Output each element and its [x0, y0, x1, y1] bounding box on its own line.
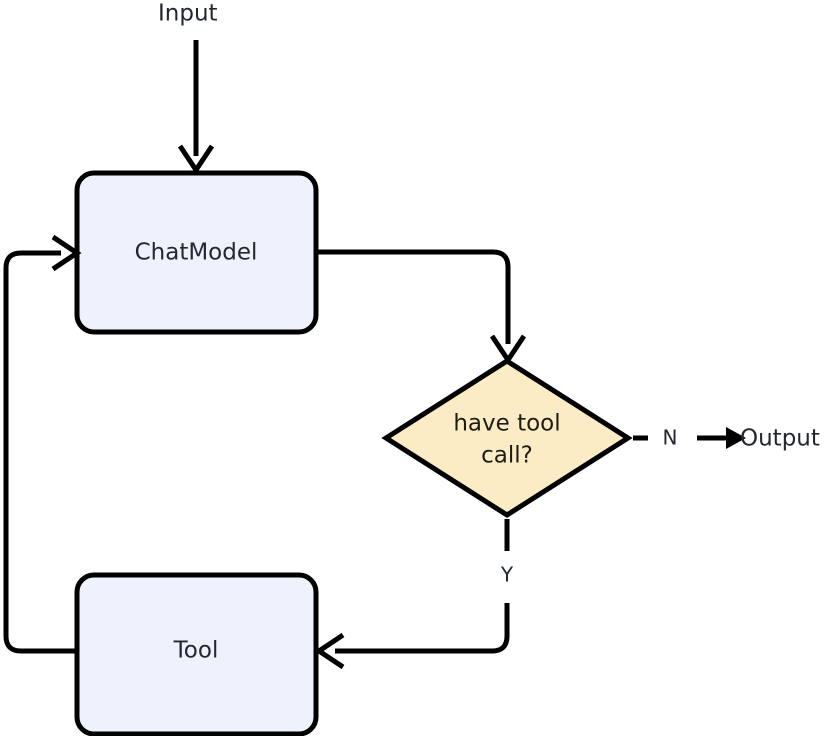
node-tool[interactable]: Tool	[74, 572, 319, 736]
edge-label-no: N	[663, 426, 678, 450]
decision-label-line-1: have tool	[453, 411, 560, 437]
edge-chatmodel-to-decision	[318, 249, 527, 365]
edge-decision-yes: Y	[314, 519, 514, 670]
edge-input-to-chatmodel	[177, 40, 215, 175]
chatmodel-label: ChatModel	[135, 240, 258, 266]
decision-label-line-2: call?	[481, 443, 533, 469]
node-decision[interactable]: have tool call?	[381, 358, 633, 518]
edge-label-yes: Y	[500, 563, 514, 587]
decision-diamond	[381, 358, 633, 518]
node-chatmodel[interactable]: ChatModel	[74, 170, 319, 335]
edge-tool-to-chatmodel	[3, 234, 82, 654]
edge-decision-no: N	[633, 426, 746, 450]
output-label: Output	[740, 426, 820, 452]
tool-label: Tool	[173, 638, 219, 664]
tool-box	[74, 572, 319, 736]
input-label: Input	[158, 1, 218, 27]
arrowhead-to-output	[726, 427, 746, 449]
